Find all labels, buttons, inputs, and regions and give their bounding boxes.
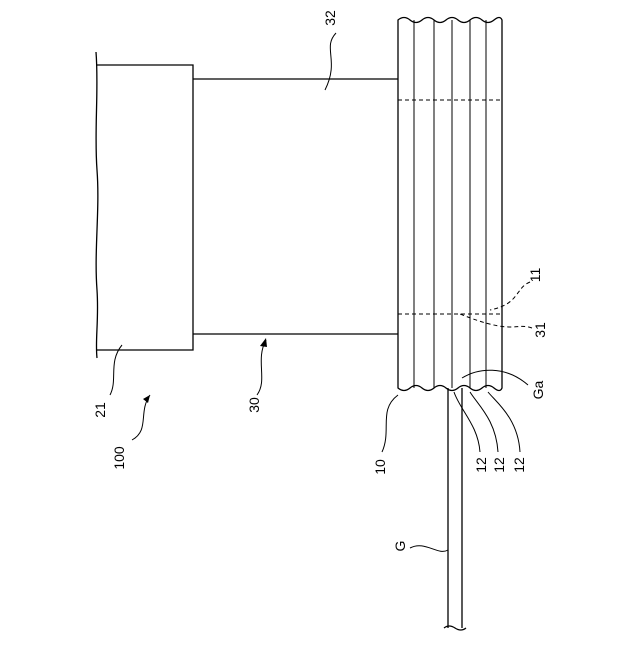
label-12-a: 12 [473,457,489,473]
label-100: 100 [111,446,127,470]
label-31: 31 [532,322,548,338]
label-21: 21 [92,402,108,418]
label-12-c: 12 [511,457,527,473]
label-g: G [392,541,408,552]
label-32: 32 [322,10,338,26]
label-11: 11 [527,268,543,283]
part-10-roll [398,18,502,391]
label-ga: Ga [530,380,546,399]
label-10: 10 [372,459,388,475]
strip-g [444,388,466,630]
label-12-b: 12 [491,457,507,473]
part-30-shaft [193,79,398,334]
label-30: 30 [246,397,262,413]
part-21-block [96,52,193,358]
